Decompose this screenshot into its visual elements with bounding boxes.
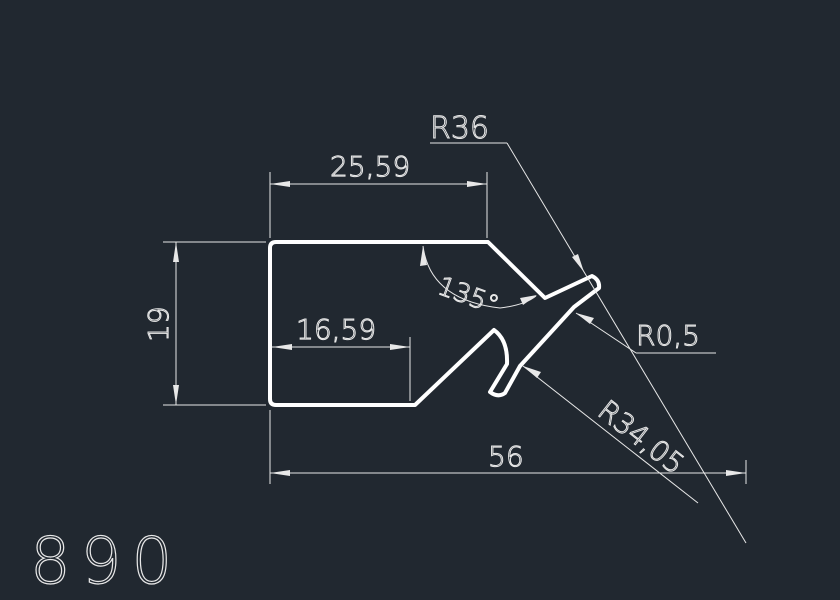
dimension-bottom-width: 16,59 xyxy=(272,313,411,401)
part-number: 890 xyxy=(30,525,182,599)
inner-radius-label: R34,05 xyxy=(592,394,691,481)
dimension-top-width: 25,59 xyxy=(269,150,488,238)
bottom-width-label: 16,59 xyxy=(296,313,376,346)
small-radius-label: R0,5 xyxy=(636,319,700,352)
dimension-outer-radius: R36 xyxy=(430,111,747,544)
top-width-label: 25,59 xyxy=(330,150,410,183)
dimension-inner-radius: R34,05 xyxy=(522,365,699,504)
dimension-height: 19 xyxy=(142,241,266,406)
profile-outline xyxy=(268,240,602,407)
outer-radius-label: R36 xyxy=(430,111,489,146)
dimension-angle: 135° xyxy=(420,245,537,322)
angle-label: 135° xyxy=(434,271,503,321)
dimension-overall-width: 56 xyxy=(269,410,747,484)
height-label: 19 xyxy=(142,306,175,342)
dimension-small-radius: R0,5 xyxy=(575,312,716,354)
overall-width-label: 56 xyxy=(488,440,524,473)
